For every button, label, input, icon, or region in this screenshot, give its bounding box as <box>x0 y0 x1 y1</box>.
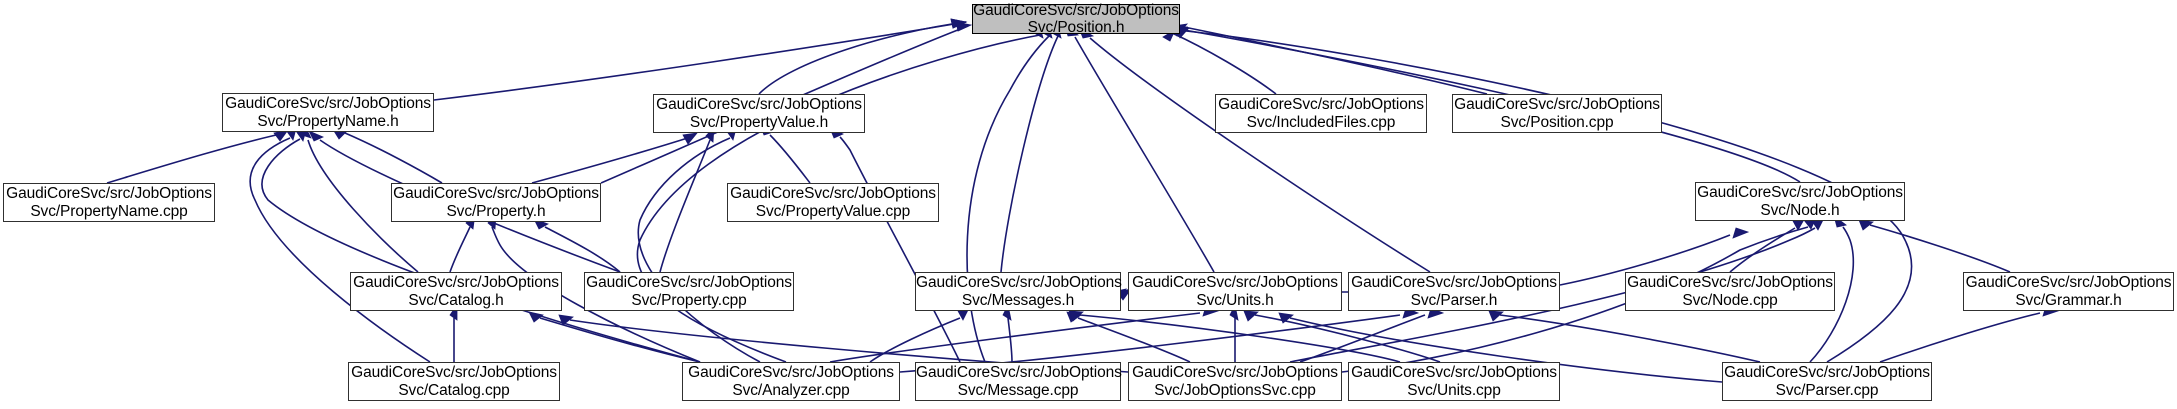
edge-message_cpp-to-messages_h <box>1007 317 1013 363</box>
graph-node-label-message_cpp: GaudiCoreSvc/src/JobOptions Svc/Message.… <box>916 364 1122 399</box>
edge-grammar_h-to-node_h <box>1869 224 2011 273</box>
graph-node-node_h[interactable]: GaudiCoreSvc/src/JobOptions Svc/Node.h <box>1695 182 1905 221</box>
graph-node-position_h[interactable]: GaudiCoreSvc/src/JobOptions Svc/Position… <box>972 1 1180 37</box>
graph-node-label-node_cpp: GaudiCoreSvc/src/JobOptions Svc/Node.cpp <box>1627 274 1833 309</box>
graph-node-label-catalog_cpp: GaudiCoreSvc/src/JobOptions Svc/Catalog.… <box>351 364 557 399</box>
graph-node-position_cpp[interactable]: GaudiCoreSvc/src/JobOptions Svc/Position… <box>1452 94 1662 133</box>
graph-node-label-catalog_h: GaudiCoreSvc/src/JobOptions Svc/Catalog.… <box>353 274 559 309</box>
graph-node-label-joboptionssvc_cpp: GaudiCoreSvc/src/JobOptions Svc/JobOptio… <box>1132 364 1338 399</box>
graph-node-parser_cpp[interactable]: GaudiCoreSvc/src/JobOptions Svc/Parser.c… <box>1722 362 1932 401</box>
graph-node-catalog_cpp[interactable]: GaudiCoreSvc/src/JobOptions Svc/Catalog.… <box>348 362 560 401</box>
edge-analyzer_cpp-to-units_h <box>829 312 1201 363</box>
graph-node-units_cpp[interactable]: GaudiCoreSvc/src/JobOptions Svc/Units.cp… <box>1348 362 1560 401</box>
graph-node-property_cpp[interactable]: GaudiCoreSvc/src/JobOptions Svc/Property… <box>584 272 794 311</box>
edge-parser_cpp-to-node_h <box>1809 226 1855 363</box>
graph-node-includedfiles_cpp[interactable]: GaudiCoreSvc/src/JobOptions Svc/Included… <box>1215 94 1427 133</box>
graph-node-parser_h[interactable]: GaudiCoreSvc/src/JobOptions Svc/Parser.h <box>1348 272 1560 311</box>
edge-property_h-to-propertyvalue_h <box>531 135 695 184</box>
graph-node-label-parser_cpp: GaudiCoreSvc/src/JobOptions Svc/Parser.c… <box>1724 364 1930 399</box>
graph-node-analyzer_cpp[interactable]: GaudiCoreSvc/src/JobOptions Svc/Analyzer… <box>682 362 900 401</box>
edge-propertyvalue_h-to-position_h <box>758 21 967 95</box>
edge-parser_h-to-position_h <box>1089 37 1431 273</box>
edge-node_cpp-to-node_h <box>1729 227 1796 273</box>
edge-parser_cpp-to-units_h <box>1289 317 1723 383</box>
edge-parser_cpp-to-position_h <box>1185 30 1913 363</box>
graph-node-propertyvalue_cpp[interactable]: GaudiCoreSvc/src/JobOptions Svc/Property… <box>727 183 939 222</box>
edge-arrowhead-parser_cpp-to-units_h <box>1278 312 1294 324</box>
graph-node-label-propertyvalue_h: GaudiCoreSvc/src/JobOptions Svc/Property… <box>656 96 862 131</box>
edge-analyzer_cpp-to-catalog_h <box>539 317 701 363</box>
edge-units_cpp-to-messages_h <box>1079 314 1401 363</box>
graph-node-grammar_h[interactable]: GaudiCoreSvc/src/JobOptions Svc/Grammar.… <box>1963 272 2174 311</box>
edge-catalog_h-to-propertyname_h <box>307 139 419 273</box>
edge-arrowhead-units_cpp-to-messages_h <box>1068 310 1084 322</box>
graph-node-label-grammar_h: GaudiCoreSvc/src/JobOptions Svc/Grammar.… <box>1965 274 2172 309</box>
graph-node-units_h[interactable]: GaudiCoreSvc/src/JobOptions Svc/Units.h <box>1128 272 1342 311</box>
edge-analyzer_cpp-to-property_h <box>491 226 701 363</box>
edge-parser_cpp-to-grammar_h <box>1879 312 2041 363</box>
edge-joboptionssvc_cpp-to-messages_h <box>1077 317 1191 363</box>
edge-propertyname_h-to-position_h <box>433 21 967 101</box>
edge-units_h-to-position_h <box>1074 36 1215 273</box>
edge-parser_cpp-to-parser_h <box>1499 314 1761 363</box>
edge-joboptionssvc_cpp-to-parser_h <box>1299 314 1426 363</box>
graph-node-label-property_cpp: GaudiCoreSvc/src/JobOptions Svc/Property… <box>586 274 792 309</box>
graph-node-label-analyzer_cpp: GaudiCoreSvc/src/JobOptions Svc/Analyzer… <box>688 364 894 399</box>
graph-node-label-propertyvalue_cpp: GaudiCoreSvc/src/JobOptions Svc/Property… <box>730 185 936 220</box>
graph-node-label-node_h: GaudiCoreSvc/src/JobOptions Svc/Node.h <box>1697 184 1903 219</box>
edge-parser_h-to-node_h <box>1559 234 1731 286</box>
edge-arrowhead-parser_h-to-node_h <box>1732 227 1750 239</box>
edge-property_h-to-propertyname_h <box>344 132 443 184</box>
edge-messages_h-to-position_h <box>1000 35 1059 273</box>
graph-node-node_cpp[interactable]: GaudiCoreSvc/src/JobOptions Svc/Node.cpp <box>1625 272 1835 311</box>
edge-units_cpp-to-units_h <box>1254 314 1441 363</box>
graph-node-propertyname_h[interactable]: GaudiCoreSvc/src/JobOptions Svc/Property… <box>222 93 434 132</box>
edge-propertyvalue_cpp-to-propertyvalue_h <box>769 134 811 184</box>
graph-node-messages_h[interactable]: GaudiCoreSvc/src/JobOptions Svc/Messages… <box>915 272 1122 311</box>
edge-includedfiles_cpp-to-position_h <box>1171 32 1277 95</box>
edge-arrowhead-analyzer_cpp-to-catalog_h <box>528 311 544 323</box>
graph-node-propertyvalue_h[interactable]: GaudiCoreSvc/src/JobOptions Svc/Property… <box>653 94 865 133</box>
graph-node-label-propertyname_h: GaudiCoreSvc/src/JobOptions Svc/Property… <box>225 95 431 130</box>
edge-analyzer_cpp-to-propertyvalue_h <box>637 137 761 363</box>
graph-node-label-propertyname_cpp: GaudiCoreSvc/src/JobOptions Svc/Property… <box>6 185 212 220</box>
edge-arrowhead-property_h-to-propertyvalue_h <box>682 132 698 145</box>
graph-node-propertyname_cpp[interactable]: GaudiCoreSvc/src/JobOptions Svc/Property… <box>3 183 215 222</box>
graph-node-label-includedfiles_cpp: GaudiCoreSvc/src/JobOptions Svc/Included… <box>1218 96 1424 131</box>
edge-arrowhead-units_cpp-to-units_h <box>1243 310 1259 322</box>
graph-node-label-units_h: GaudiCoreSvc/src/JobOptions Svc/Units.h <box>1132 274 1338 309</box>
edge-property_cpp-to-propertyvalue_h <box>659 139 711 273</box>
graph-node-label-property_h: GaudiCoreSvc/src/JobOptions Svc/Property… <box>393 185 599 220</box>
edge-propertyname_cpp-to-propertyname_h <box>106 132 286 184</box>
graph-node-label-parser_h: GaudiCoreSvc/src/JobOptions Svc/Parser.h <box>1351 274 1557 309</box>
edge-property_cpp-to-property_h <box>544 226 621 273</box>
graph-node-label-units_cpp: GaudiCoreSvc/src/JobOptions Svc/Units.cp… <box>1351 364 1557 399</box>
edge-arrowhead-parser_cpp-to-parser_h <box>1488 310 1504 322</box>
graph-node-label-messages_h: GaudiCoreSvc/src/JobOptions Svc/Messages… <box>916 274 1122 309</box>
graph-node-message_cpp[interactable]: GaudiCoreSvc/src/JobOptions Svc/Message.… <box>915 362 1122 401</box>
edge-arrowhead-property_h-to-position_h <box>955 21 973 32</box>
edge-analyzer_cpp-to-position_h <box>636 34 1041 363</box>
graph-node-label-position_cpp: GaudiCoreSvc/src/JobOptions Svc/Position… <box>1454 96 1660 131</box>
edge-arrowhead-property_cpp-to-propertyname_h <box>308 130 324 142</box>
edge-arrowhead-joboptionssvc_cpp-to-catalog_h <box>558 314 574 326</box>
edge-analyzer_cpp-to-propertyname_h <box>261 138 701 363</box>
edge-message_cpp-to-propertyvalue_h <box>839 136 961 363</box>
edge-analyzer_cpp-to-messages_h <box>869 317 961 363</box>
graph-node-catalog_h[interactable]: GaudiCoreSvc/src/JobOptions Svc/Catalog.… <box>350 272 562 311</box>
graph-node-joboptionssvc_cpp[interactable]: GaudiCoreSvc/src/JobOptions Svc/JobOptio… <box>1128 362 1342 401</box>
edge-catalog_cpp-to-propertyname_h <box>249 137 431 363</box>
edge-catalog_h-to-property_h <box>449 226 471 273</box>
graph-node-property_h[interactable]: GaudiCoreSvc/src/JobOptions Svc/Property… <box>391 183 601 222</box>
graph-node-label-position_h: GaudiCoreSvc/src/JobOptions Svc/Position… <box>973 1 1179 37</box>
edge-arrowhead-grammar_h-to-node_h <box>1858 219 1874 231</box>
